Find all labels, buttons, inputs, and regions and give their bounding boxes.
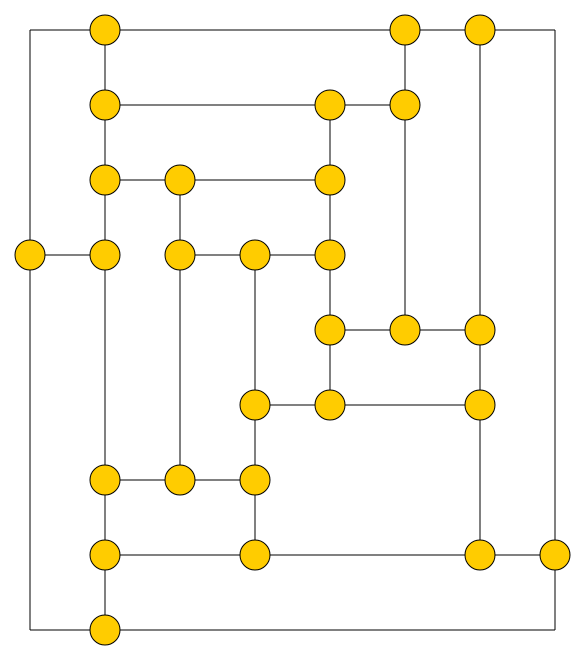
graph-node <box>89 464 121 496</box>
graph-node <box>89 164 121 196</box>
graph-node <box>539 539 571 571</box>
graph-node <box>389 314 421 346</box>
graph-node <box>314 314 346 346</box>
graph-node <box>14 239 46 271</box>
graph-node <box>89 14 121 46</box>
graph-node <box>389 14 421 46</box>
graph-node <box>239 239 271 271</box>
graph-node <box>314 164 346 196</box>
graph-node <box>89 89 121 121</box>
graph-node <box>239 464 271 496</box>
graph-node <box>464 539 496 571</box>
graph-node <box>89 539 121 571</box>
graph-node <box>164 239 196 271</box>
graph-node <box>239 539 271 571</box>
graph-node <box>239 389 271 421</box>
graph-node <box>164 164 196 196</box>
graph-node <box>164 464 196 496</box>
graph-node <box>464 389 496 421</box>
graph-node <box>464 14 496 46</box>
graph-node <box>314 239 346 271</box>
node-layer <box>14 14 571 646</box>
graph-node <box>389 89 421 121</box>
graph-node <box>314 89 346 121</box>
graph-node <box>89 614 121 646</box>
graph-node <box>314 389 346 421</box>
graph-node <box>89 239 121 271</box>
graph-node <box>464 314 496 346</box>
